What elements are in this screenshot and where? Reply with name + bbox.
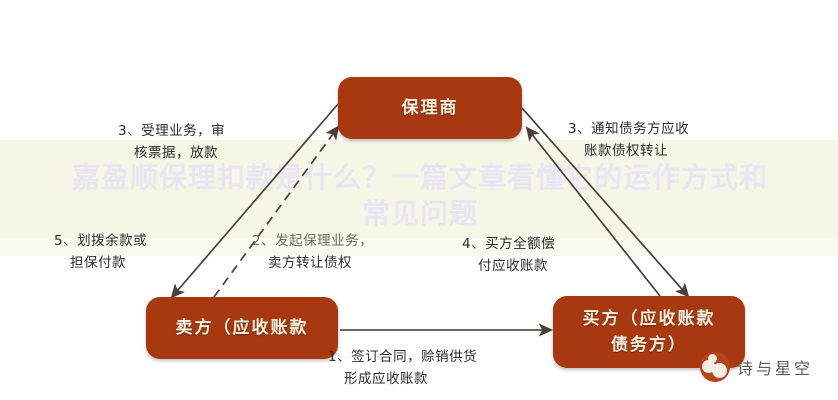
step-label-3-right: 3、通知债务方应收 账款债权转让 — [568, 118, 689, 162]
watermark-band-upper — [0, 140, 838, 238]
step-3-right-line2: 账款债权转让 — [584, 143, 668, 159]
step-label-4: 4、买方全额偿 付应收账款 — [462, 233, 555, 277]
step-label-1: 1、签订合同，赊销供货 形成应收账款 — [328, 346, 477, 390]
step-5-line2: 担保付款 — [70, 255, 126, 271]
connector-factor-to-buyer — [521, 107, 690, 298]
node-buyer-label-line2: 债务方） — [611, 335, 687, 355]
step-1-line2: 形成应收账款 — [344, 371, 428, 387]
brand-name: 诗与星空 — [737, 359, 814, 378]
step-label-2: 2、发起保理业务， 卖方转让债权 — [252, 230, 373, 274]
step-1-line1: 1、签订合同，赊销供货 — [328, 349, 478, 365]
step-3-right-line1: 3、通知债务方应收 — [568, 121, 690, 137]
step-4-line1: 4、买方全额偿 — [462, 236, 556, 252]
blob-avatar-icon — [700, 352, 730, 382]
connector-factor-to-seller — [170, 103, 339, 299]
step-5-line1: 5、划拨余款或 — [54, 233, 148, 249]
step-4-line2: 付应收账款 — [478, 258, 548, 274]
step-3-left-line1: 3、受理业务，审 — [118, 123, 226, 139]
step-label-5: 5、划拨余款或 担保付款 — [54, 230, 147, 274]
node-seller[interactable]: 卖方（应收账款 — [146, 297, 338, 359]
node-seller-label: 卖方（应收账款 — [175, 318, 309, 338]
watermark-band-lower — [0, 238, 838, 256]
step-2-line2: 卖方转让债权 — [268, 255, 352, 271]
step-label-3-left: 3、受理业务，审 核票据，放款 — [118, 120, 225, 164]
node-factor-label: 保理商 — [401, 98, 459, 118]
connector-buyer-to-factor — [525, 126, 661, 297]
step-3-left-line2: 核票据，放款 — [134, 145, 218, 161]
step-2-line1: 2、发起保理业务， — [252, 233, 374, 249]
node-factor[interactable]: 保理商 — [338, 77, 522, 139]
node-buyer-label-line1: 买方（应收账款 — [582, 309, 716, 329]
connector-seller-to-factor — [213, 125, 340, 298]
brand-logo[interactable]: 诗与星空 — [700, 352, 813, 382]
